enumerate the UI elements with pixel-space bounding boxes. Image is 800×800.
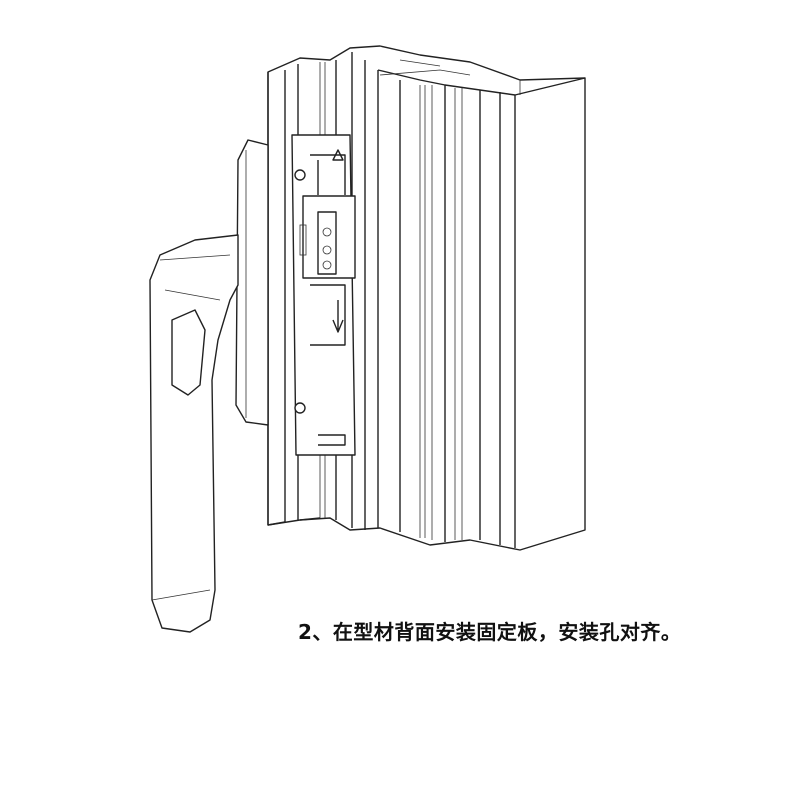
handle-base [235,139,269,426]
instruction-caption: 2、在型材背面安装固定板，安装孔对齐。 [298,620,682,644]
window-handle [149,234,239,633]
fixing-plate [291,134,356,456]
